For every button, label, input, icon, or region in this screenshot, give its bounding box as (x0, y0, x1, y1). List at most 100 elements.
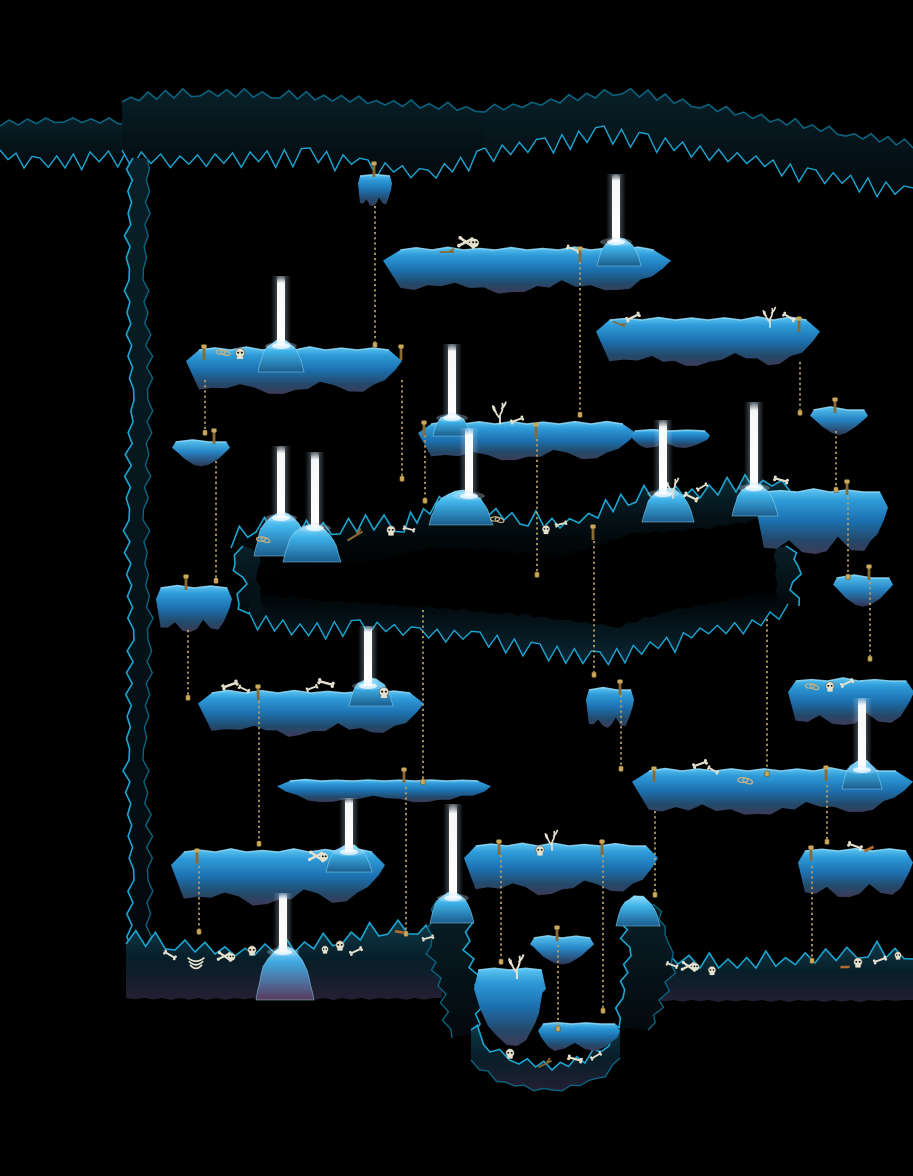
ceiling-left-rim (0, 116, 128, 127)
platform-small-left-2 (156, 584, 232, 632)
central-mass-bottom (248, 588, 789, 666)
bones-stick (346, 527, 364, 542)
chain-anchor-pole (371, 161, 377, 177)
waterfall (647, 420, 679, 498)
bones-bone (695, 482, 709, 492)
platform-small-left-1-rock (172, 439, 230, 467)
bones-bone (782, 311, 796, 323)
chain-anchor-pole (617, 679, 623, 695)
pit-ledge (474, 967, 546, 1046)
bones-skull (247, 945, 257, 956)
bones-pile (457, 235, 479, 249)
waterfall (437, 804, 469, 902)
hanging-chain (833, 431, 839, 493)
chain-anchor-pole (401, 767, 407, 783)
platform-right-bottom (798, 847, 913, 897)
hanging-chain (764, 619, 770, 777)
bones-stick (612, 320, 627, 328)
platform-right-bottom-top-rim (804, 847, 907, 852)
hanging-chain (196, 866, 202, 935)
ceiling-main-rim (121, 87, 486, 113)
hanging-chain (498, 855, 504, 965)
chain-end-knob (764, 770, 770, 777)
pit-right-pillar-rim (614, 911, 632, 1029)
bones-bone (847, 841, 863, 851)
bones-bone (421, 934, 435, 942)
bones-orange (863, 845, 875, 853)
chain-anchor-pole (844, 479, 850, 495)
ceiling-main-body (122, 88, 485, 179)
ceiling-main-rim2 (121, 147, 486, 180)
waterfall (600, 174, 632, 246)
ceiling-right-rim (484, 87, 913, 149)
chain-end-knob (600, 1007, 606, 1014)
bones-bone (706, 765, 720, 775)
chain-anchor-pole (796, 316, 802, 332)
chain-anchor-pole (183, 574, 189, 590)
waterfall (265, 446, 297, 522)
chain-end-knob (185, 694, 191, 701)
platform-right-bottom-rock (798, 848, 913, 897)
chain-end-knob (797, 409, 803, 416)
platform-mid-bottom (464, 842, 658, 896)
bones-ribs (187, 956, 205, 970)
bones-antler (544, 829, 559, 851)
platform-small-right-2 (833, 574, 893, 607)
hanging-chain (618, 695, 624, 772)
pit-ledge-rock (474, 968, 546, 1046)
platform-small-left-2-rock (156, 585, 232, 632)
bones-pile (680, 961, 700, 972)
hanging-chain (534, 439, 540, 578)
platform-right-upper-rock (596, 316, 820, 366)
pit-ledge-top-rim (478, 967, 542, 971)
chain-end-knob (652, 891, 658, 898)
left-wall (122, 157, 154, 949)
bones-bone (163, 949, 177, 961)
platform-small-left-1 (172, 439, 230, 467)
bones-bone (872, 955, 888, 965)
chain-end-knob (618, 765, 624, 772)
platform-mid-bottom-top-rim (475, 842, 647, 847)
platform-small-right-top-rim (813, 406, 865, 411)
bones-skull (894, 951, 902, 960)
ceiling-main (121, 87, 486, 180)
hanging-chain (600, 855, 606, 1014)
bones-skull (386, 525, 396, 536)
hanging-chain (399, 380, 405, 482)
chain-end-knob (422, 497, 428, 504)
ceiling-right-rim2 (484, 125, 913, 199)
chains-layer (183, 161, 873, 1032)
chain-end-knob (845, 573, 851, 580)
chain-end-knob (256, 840, 262, 847)
bones-skull (235, 347, 245, 360)
floor-right (655, 939, 913, 1003)
waterfall (299, 452, 331, 532)
platform-small-left-1-top-rim (175, 439, 227, 443)
chain-anchor-pole (211, 428, 217, 444)
central-mass-right-face (773, 545, 803, 607)
chain-end-knob (213, 577, 219, 584)
bones-rope (215, 349, 231, 357)
mass-right-blob (756, 488, 888, 554)
chain-end-knob (202, 429, 208, 436)
bones-skull (825, 681, 835, 692)
floor-right-rim (655, 939, 913, 970)
pit-bowl-body (471, 1024, 620, 1091)
bones-bone (402, 525, 416, 533)
platform-right-long-rock (632, 767, 913, 815)
chain-anchor-pole (808, 845, 814, 861)
platform-thin-ledge-rock (277, 779, 491, 803)
hanging-chain (213, 461, 219, 584)
platform-small-center-rock (586, 687, 634, 728)
chain-end-knob (833, 486, 839, 493)
hanging-chain (185, 630, 191, 701)
bones-bone (509, 415, 525, 425)
bones-rope (255, 536, 271, 544)
ceiling-right (484, 87, 913, 199)
chain-anchor-pole (421, 420, 427, 436)
bones-bone (221, 679, 239, 691)
chain-end-knob (577, 411, 583, 418)
mass-right-blob-top-rim (763, 488, 881, 493)
hanging-chain (422, 435, 428, 504)
